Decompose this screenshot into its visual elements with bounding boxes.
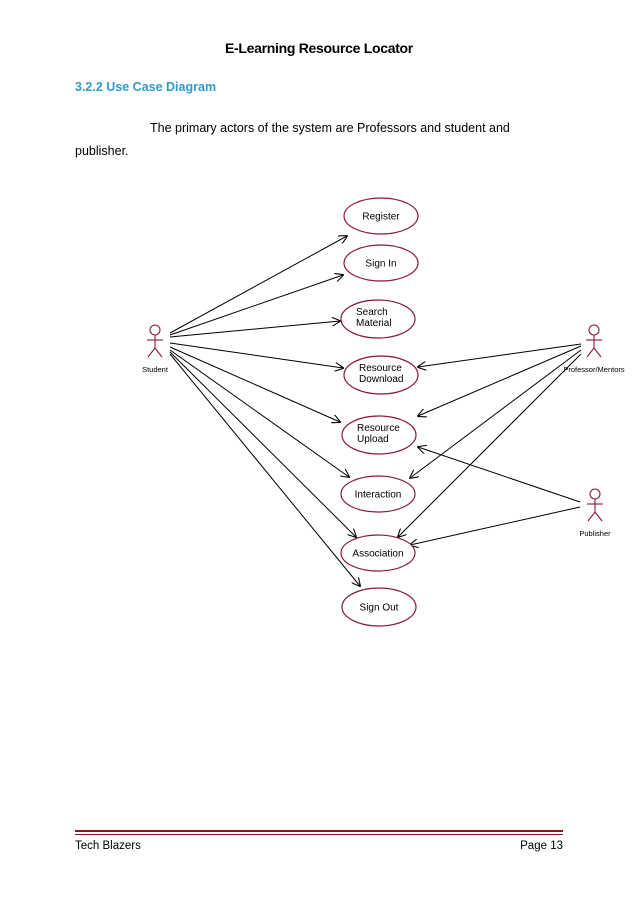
use-case-label: Sign In — [365, 259, 396, 270]
actor-left-leg — [147, 347, 156, 358]
use-case-signin: Sign In — [343, 244, 419, 282]
use-case-label: Download — [359, 374, 403, 385]
use-case-label: Search — [356, 307, 388, 318]
use-case-association: Association — [340, 534, 416, 572]
intro-paragraph: The primary actors of the system are Pro… — [75, 117, 575, 163]
association-student-association — [169, 351, 356, 537]
association-professor-association — [398, 353, 582, 537]
use-case-ellipse — [340, 299, 416, 339]
footer-rule-thin — [75, 834, 563, 835]
use-case-ellipse — [343, 197, 419, 235]
footer-page-number: Page 13 — [520, 840, 563, 852]
actor-label: Publisher — [579, 529, 611, 538]
actor-label: Professor/Mentors — [563, 365, 625, 374]
use-case-label: Association — [352, 549, 403, 560]
use-case-ellipse — [341, 415, 417, 455]
use-case-label: Upload — [357, 434, 389, 445]
use-case-ellipse — [343, 355, 419, 395]
use-case-label: Sign Out — [360, 603, 399, 614]
intro-line-2: publisher. — [75, 144, 129, 158]
association-professor-download — [418, 343, 582, 367]
association-publisher-upload — [418, 447, 581, 503]
association-student-interaction — [169, 349, 349, 477]
footer-rule — [75, 830, 563, 832]
intro-line-1: The primary actors of the system are Pro… — [150, 121, 510, 135]
association-student-register — [169, 236, 347, 334]
association-student-download — [169, 342, 343, 368]
association-professor-upload — [418, 345, 582, 416]
association-student-signin — [169, 275, 343, 336]
footer-team-name: Tech Blazers — [75, 840, 141, 852]
actor-label: Student — [142, 365, 169, 374]
use-case-register: Register — [343, 197, 419, 235]
use-case-label: Resource — [359, 363, 402, 374]
association-student-search — [169, 321, 340, 338]
actor-head — [149, 324, 161, 336]
section-heading: 3.2.2 Use Case Diagram — [75, 80, 217, 94]
use-case-ellipse — [340, 475, 416, 513]
association-publisher-association — [410, 506, 581, 545]
use-case-ellipse — [341, 587, 417, 627]
actor-left-leg — [586, 347, 595, 358]
actor-head — [588, 324, 600, 336]
actor-right-leg — [594, 511, 603, 522]
association-student-signout — [169, 353, 360, 586]
actor-publisher: Publisher — [579, 488, 611, 538]
use-case-label: Interaction — [355, 490, 402, 501]
use-case-label: Register — [362, 212, 400, 223]
actor-head — [589, 488, 601, 500]
use-case-label: Material — [356, 318, 392, 329]
association-lines — [169, 236, 582, 586]
association-student-upload — [169, 346, 340, 422]
actor-student: Student — [142, 324, 169, 374]
use-case-interaction: Interaction — [340, 475, 416, 513]
actor-right-leg — [593, 347, 602, 358]
actor-right-leg — [154, 347, 163, 358]
use-case-label: Resource — [357, 423, 400, 434]
actor-left-leg — [587, 511, 596, 522]
document-title: E-Learning Resource Locator — [225, 40, 413, 56]
use-case-ellipse — [343, 244, 419, 282]
use-case-ellipse — [340, 534, 416, 572]
association-professor-interaction — [410, 349, 582, 478]
use-case-signout: Sign Out — [341, 587, 417, 627]
actor-professor: Professor/Mentors — [563, 324, 625, 374]
